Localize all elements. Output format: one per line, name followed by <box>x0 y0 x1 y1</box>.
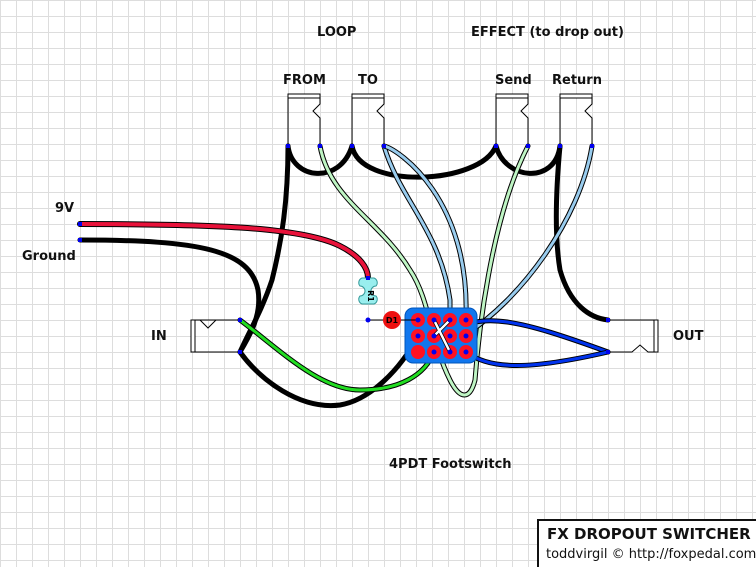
power-9v-label: 9V <box>55 201 75 216</box>
jack-effect-send[interactable] <box>495 93 529 146</box>
input-signal-wire <box>237 317 437 393</box>
loop-section-label: LOOP <box>317 25 357 40</box>
jack-input[interactable] <box>190 319 240 353</box>
led-d1[interactable]: D1 <box>383 311 401 329</box>
output-jack-label: OUT <box>673 329 704 344</box>
terminal-points <box>78 144 610 355</box>
footswitch-label: 4PDT Footswitch <box>389 457 512 472</box>
loop-to-label: TO <box>358 73 378 88</box>
jack-effect-return[interactable] <box>559 93 593 146</box>
jack-loop-from[interactable] <box>287 93 321 146</box>
effect-section-label: EFFECT (to drop out) <box>471 25 624 40</box>
resistor-label: R1 <box>366 290 375 302</box>
effect-return-label: Return <box>552 73 602 88</box>
jack-output[interactable] <box>608 319 659 353</box>
ground-label: Ground <box>22 249 76 264</box>
jack-loop-to[interactable] <box>351 93 385 146</box>
title-block: FX DROPOUT SWITCHER toddvirgil © http://… <box>537 519 756 567</box>
loop-from-label: FROM <box>283 73 326 88</box>
effect-send-label: Send <box>495 73 532 88</box>
diagram-title: FX DROPOUT SWITCHER <box>547 525 751 543</box>
led-label: D1 <box>386 316 399 325</box>
credit-text: toddvirgil © http://foxpedal.com <box>546 547 756 562</box>
light-green-wires <box>317 143 531 398</box>
power-wire <box>77 221 371 281</box>
resistor-r1[interactable]: R1 <box>358 277 378 305</box>
input-jack-label: IN <box>151 329 167 344</box>
